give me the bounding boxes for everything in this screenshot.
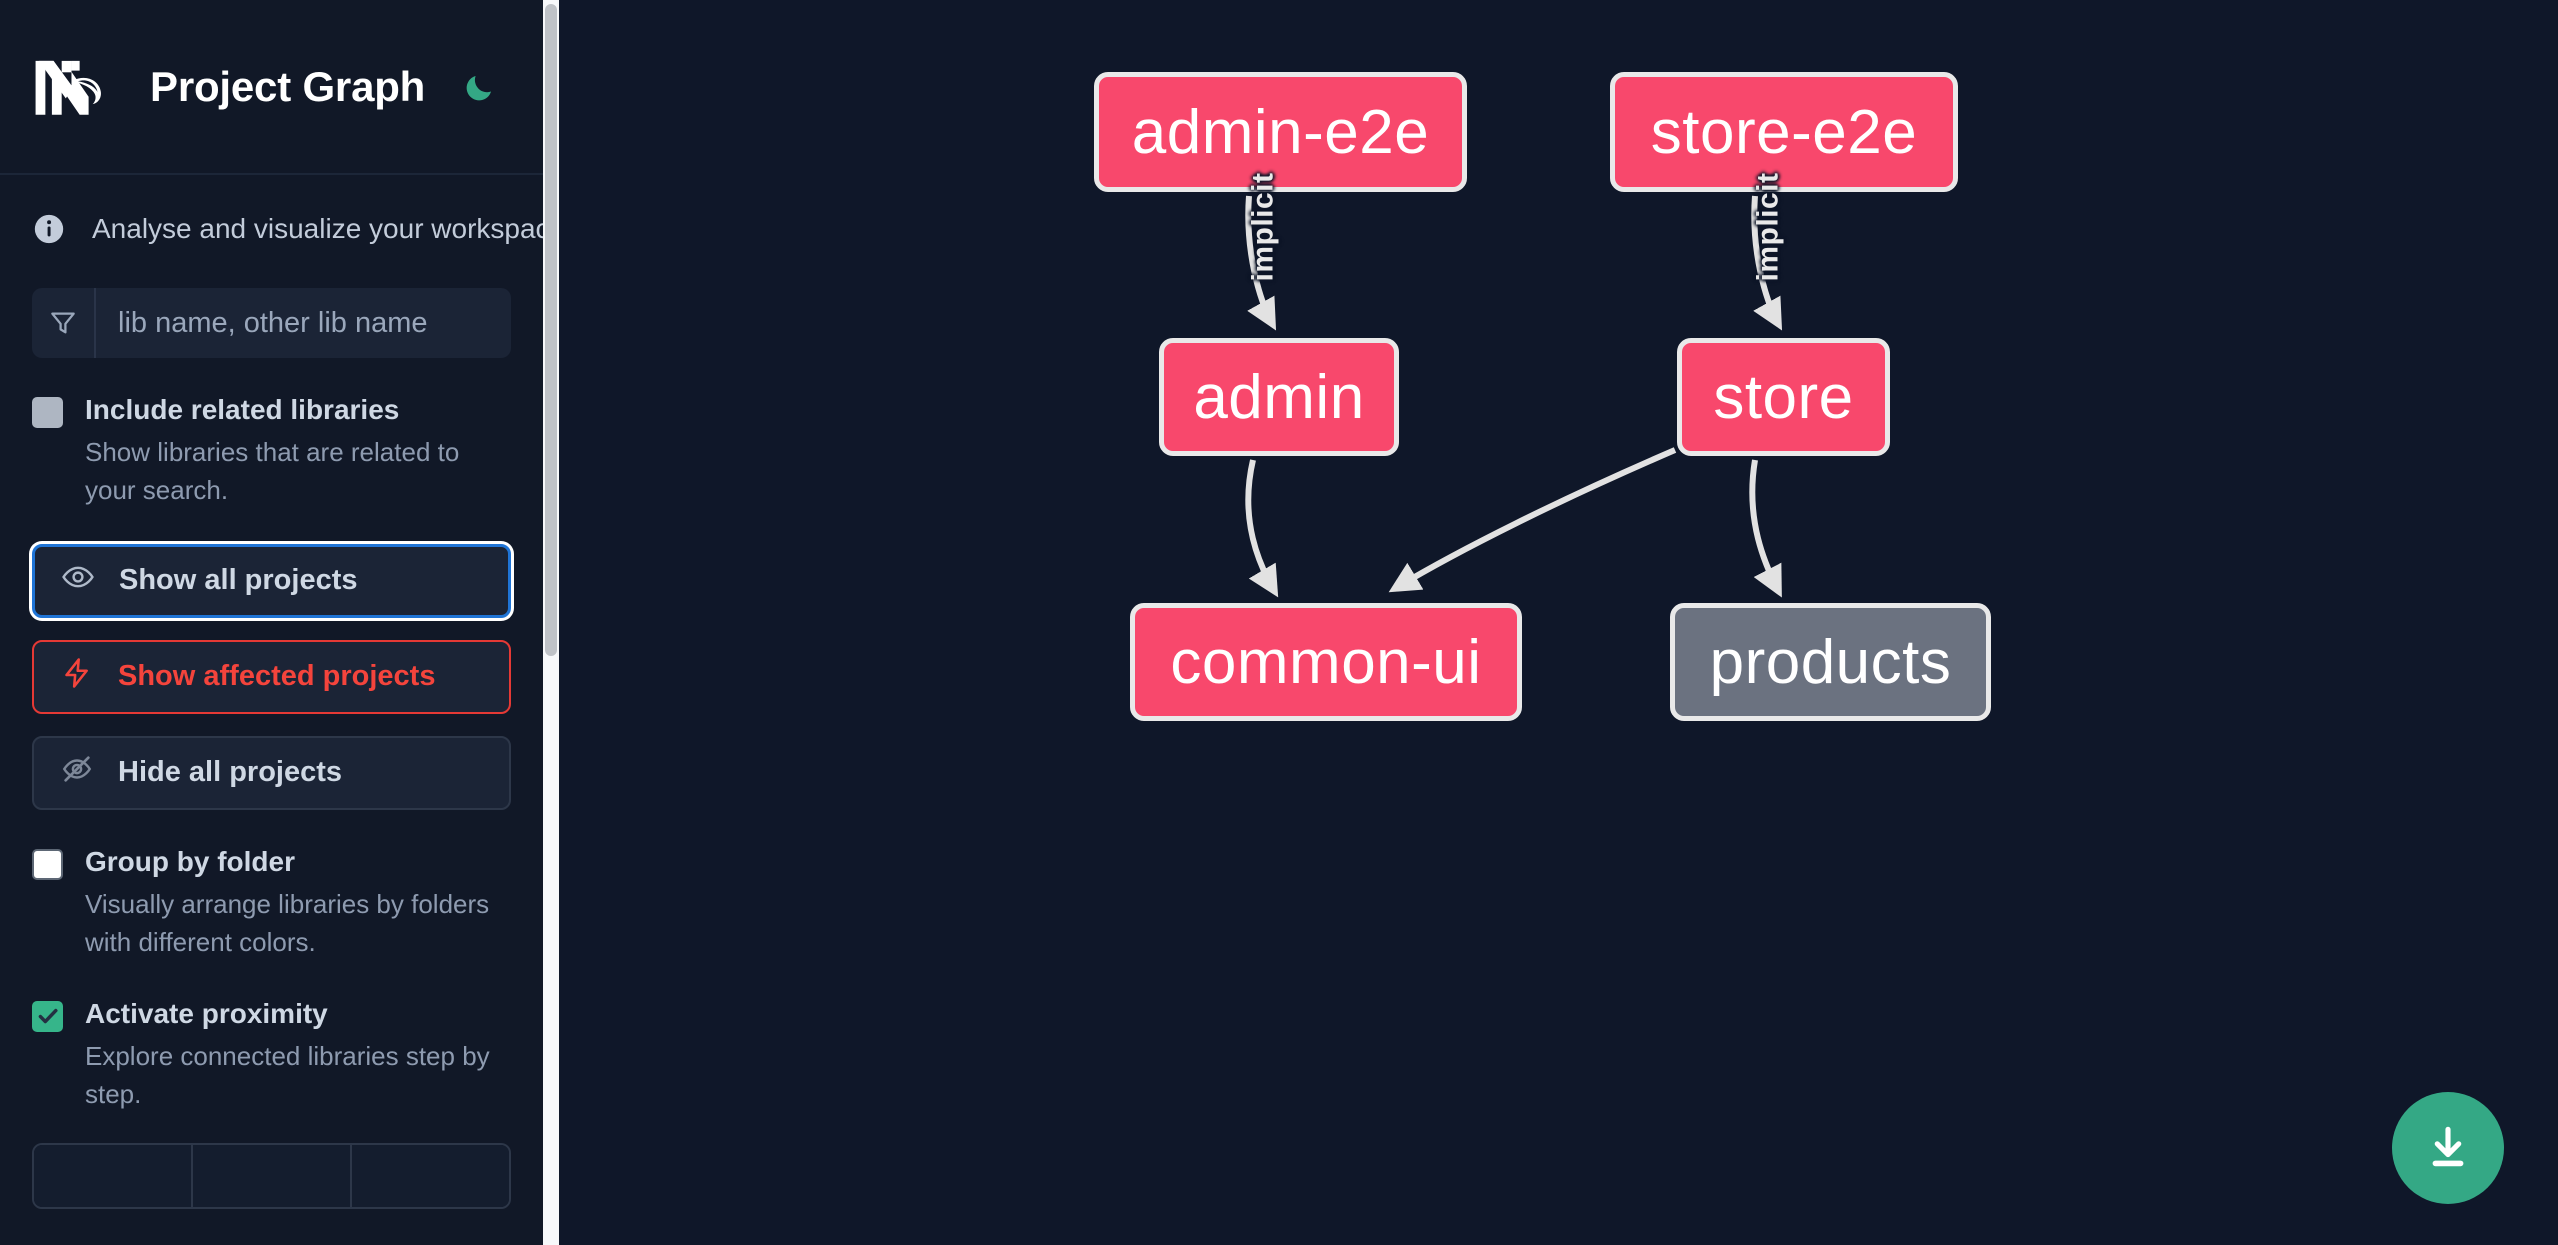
eye-slash-icon bbox=[60, 752, 94, 794]
edge-store-to-products bbox=[1749, 459, 1782, 598]
show-all-projects-button[interactable]: Show all projects bbox=[32, 543, 511, 618]
checkbox-group-by-folder[interactable] bbox=[32, 848, 63, 880]
stepper-segment-1[interactable] bbox=[34, 1145, 193, 1208]
tagline: Analyse and visualize your workspace. bbox=[0, 175, 559, 246]
sidebar: Project Graph Analyse and visualize your… bbox=[0, 0, 559, 1245]
nx-logo-icon bbox=[32, 56, 124, 118]
option-label: Include related libraries bbox=[85, 394, 400, 425]
stepper-segment-3[interactable] bbox=[352, 1145, 509, 1208]
sidebar-header: Project Graph bbox=[0, 0, 543, 175]
edge-admin-to-common-ui bbox=[1245, 459, 1279, 598]
option-description: Visually arrange libraries by folders wi… bbox=[85, 889, 490, 957]
button-label: Show all projects bbox=[119, 564, 358, 597]
search-input[interactable] bbox=[96, 288, 511, 358]
graph-node-store[interactable]: store bbox=[1677, 338, 1890, 456]
info-icon bbox=[32, 212, 66, 246]
sidebar-scrollbar-thumb[interactable] bbox=[545, 4, 557, 656]
filter-funnel-icon bbox=[32, 288, 96, 358]
option-description: Explore connected libraries step by step… bbox=[85, 1040, 490, 1109]
project-visibility-buttons: Show all projects Show affected projects bbox=[0, 510, 543, 810]
filter-row bbox=[0, 246, 543, 358]
graph-node-common-ui[interactable]: common-ui bbox=[1130, 603, 1522, 721]
lightning-bolt-icon bbox=[60, 656, 94, 698]
moon-icon[interactable] bbox=[457, 65, 501, 109]
download-button[interactable] bbox=[2392, 1092, 2504, 1204]
option-include-related-libraries: Include related libraries Show libraries… bbox=[0, 358, 543, 510]
graph-node-label: admin-e2e bbox=[1131, 97, 1430, 167]
filter-box bbox=[32, 288, 511, 358]
button-label: Hide all projects bbox=[118, 756, 343, 789]
graph-node-label: admin bbox=[1193, 362, 1365, 432]
graph-edges bbox=[1245, 195, 1783, 598]
button-label: Show affected projects bbox=[118, 660, 436, 693]
graph-canvas[interactable]: admin-e2e store-e2e admin store common-ui pro… bbox=[559, 0, 2558, 1245]
tagline-text: Analyse and visualize your workspace. bbox=[92, 213, 559, 244]
graph-node-products[interactable]: products bbox=[1670, 603, 1991, 721]
show-affected-projects-button[interactable]: Show affected projects bbox=[32, 639, 511, 714]
checkbox-activate-proximity[interactable] bbox=[32, 1000, 63, 1032]
option-label: Group by folder bbox=[85, 845, 295, 877]
eye-icon bbox=[61, 560, 95, 602]
page-title: Project Graph bbox=[150, 62, 426, 110]
graph-node-admin[interactable]: admin bbox=[1159, 338, 1399, 456]
edge-store-e2e-to-store bbox=[1751, 195, 1783, 331]
checkbox-include-related-libraries[interactable] bbox=[32, 397, 63, 428]
graph-node-label: common-ui bbox=[1170, 627, 1482, 697]
option-group-by-folder: Group by folder Visually arrange librari… bbox=[0, 810, 543, 962]
graph-node-label: store bbox=[1713, 362, 1854, 432]
option-label: Activate proximity bbox=[85, 997, 328, 1029]
hide-all-projects-button[interactable]: Hide all projects bbox=[32, 735, 511, 810]
proximity-stepper-control[interactable] bbox=[32, 1143, 511, 1210]
stepper-segment-2[interactable] bbox=[193, 1145, 352, 1208]
option-activate-proximity: Activate proximity Explore connected lib… bbox=[0, 962, 543, 1114]
proximity-stepper bbox=[0, 1113, 543, 1210]
graph-node-label: products bbox=[1709, 627, 1952, 697]
graph-node-label: store-e2e bbox=[1650, 97, 1918, 167]
edge-store-to-common-ui bbox=[1388, 447, 1677, 593]
graph-node-store-e2e[interactable]: store-e2e bbox=[1610, 72, 1958, 192]
edge-admin-e2e-to-admin bbox=[1245, 195, 1277, 331]
graph-node-admin-e2e[interactable]: admin-e2e bbox=[1094, 72, 1467, 192]
sidebar-scrollbar[interactable] bbox=[543, 0, 559, 1245]
option-description: Show libraries that are related to your … bbox=[85, 437, 460, 506]
